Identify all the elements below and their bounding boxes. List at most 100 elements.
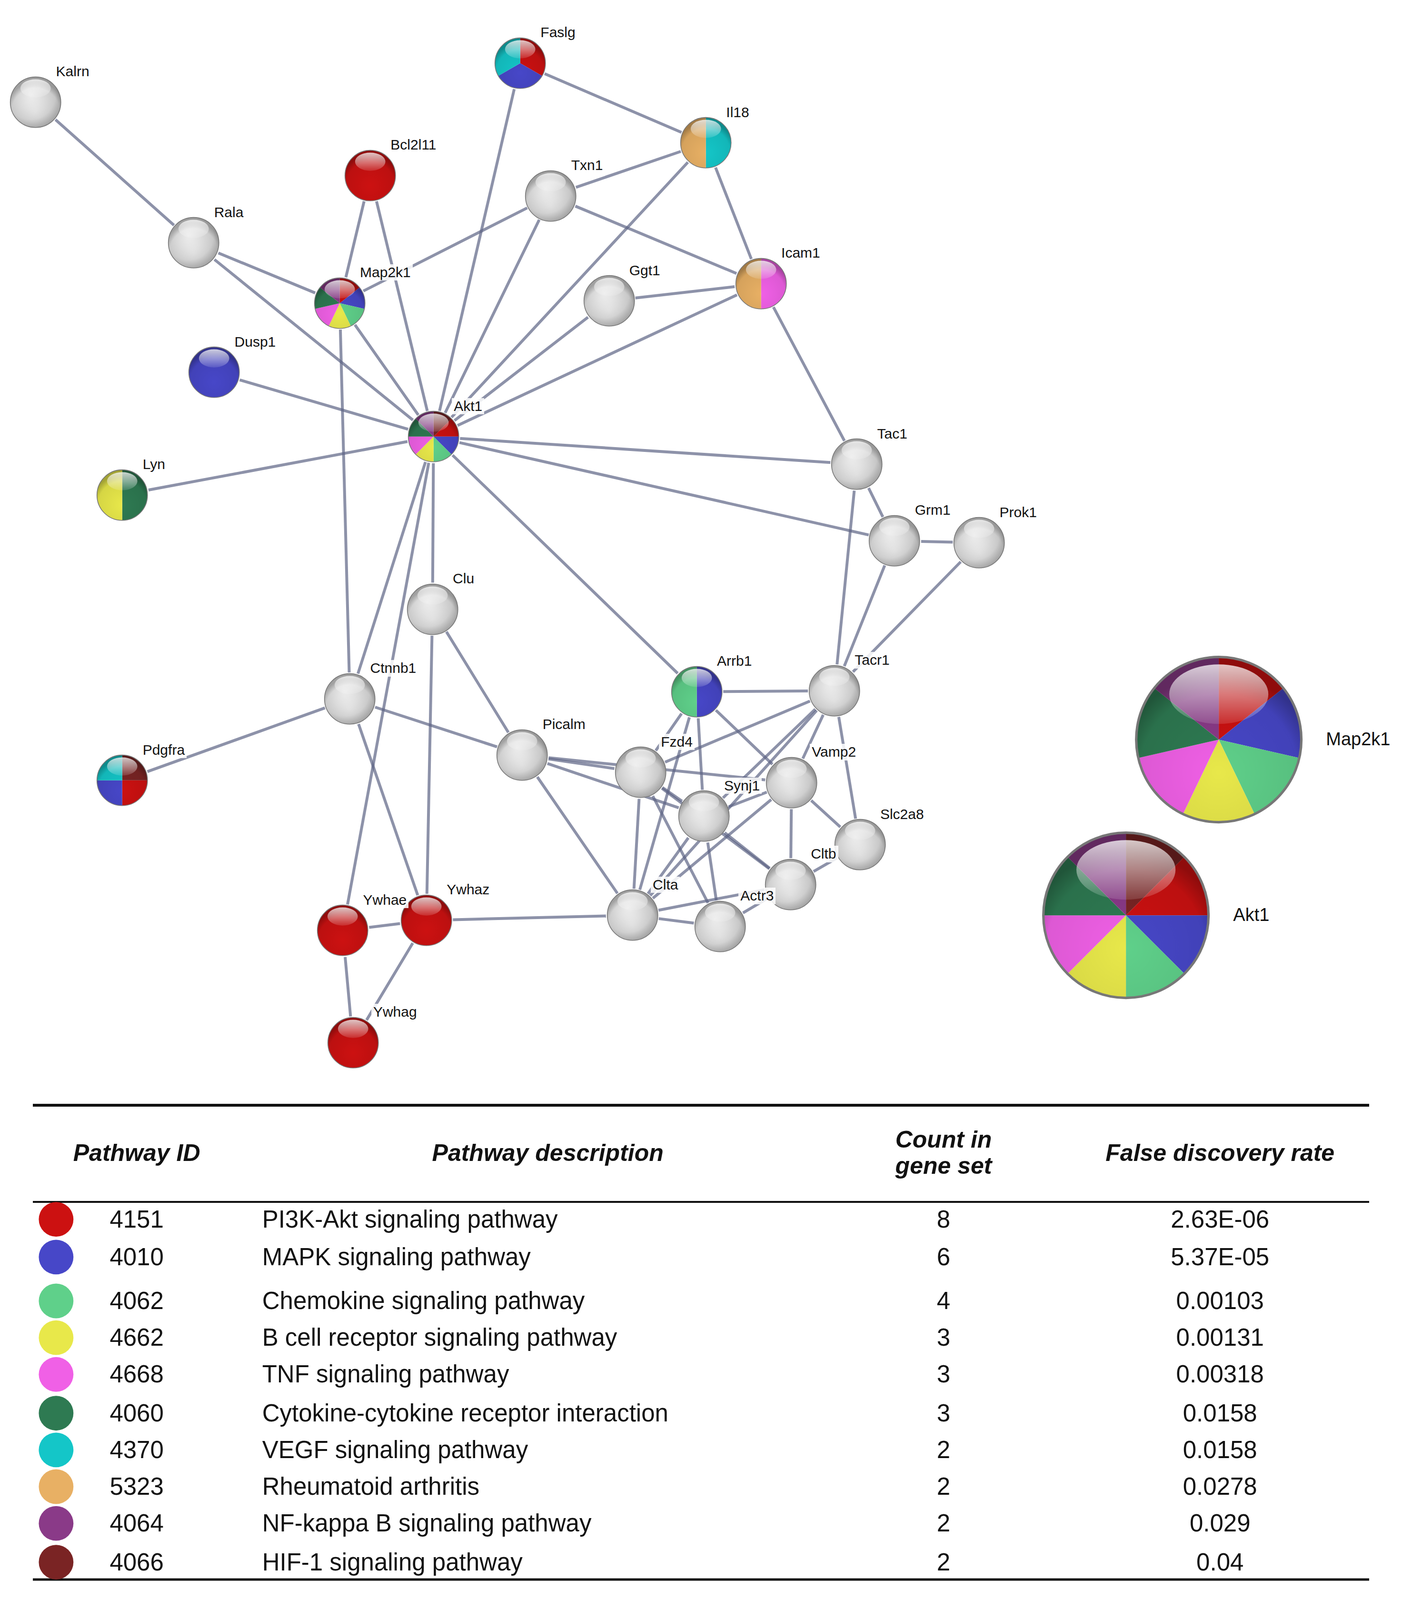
gene-label: Ywhae: [361, 891, 409, 909]
node-sphere: [167, 216, 220, 269]
interaction-edge: [445, 219, 540, 413]
gene-label: Lyn: [140, 456, 168, 473]
node-sphere: [765, 755, 818, 809]
fdr-value: 0.0278: [1183, 1472, 1258, 1500]
table-header: Pathway description: [432, 1139, 664, 1166]
node-sphere: [734, 257, 788, 310]
pathway-description: MAPK signaling pathway: [262, 1243, 531, 1271]
pathway-id: 4668: [109, 1360, 164, 1388]
node-sphere: [670, 665, 724, 718]
interaction-edge: [375, 706, 498, 747]
fdr-value: 0.00318: [1176, 1360, 1264, 1388]
gene-label: Ywhaz: [444, 881, 492, 898]
interaction-edge: [446, 631, 509, 733]
fdr-value: 2.63E-06: [1170, 1205, 1270, 1233]
interaction-edge: [647, 837, 689, 894]
interaction-edge: [790, 808, 792, 858]
legend-swatch: [38, 1505, 74, 1541]
interaction-edge: [537, 776, 618, 894]
table-header: Count in gene set: [881, 1126, 1006, 1179]
gene-label: Synj1: [722, 777, 762, 795]
pathway-description: B cell receptor signaling pathway: [262, 1323, 618, 1351]
gene-count: 3: [936, 1360, 951, 1388]
fdr-value: 0.00103: [1176, 1287, 1264, 1314]
table-rule: [32, 1200, 1370, 1203]
gene-count: 2: [936, 1436, 951, 1463]
gene-label: Pdgfra: [140, 741, 187, 759]
legend-swatch: [38, 1544, 74, 1580]
protein-node: Kalrn: [9, 75, 62, 129]
node-sphere: [677, 789, 731, 843]
interaction-edge: [544, 73, 682, 133]
gene-label: Clta: [650, 876, 680, 894]
gene-label: Il18: [724, 104, 751, 121]
protein-node: Prok1: [952, 516, 1006, 569]
interaction-edge: [148, 441, 408, 490]
legend-swatch: [38, 1431, 74, 1467]
interaction-edge: [427, 635, 433, 894]
node-sphere: [807, 664, 861, 717]
protein-node: Clu: [406, 582, 459, 636]
gene-label: Txn1: [569, 157, 606, 174]
gene-label: Vamp2: [809, 743, 858, 761]
gene-label: Fzd4: [658, 733, 695, 751]
node-sphere: [95, 753, 149, 807]
gene-label: Faslg: [538, 24, 577, 41]
fdr-value: 0.04: [1196, 1548, 1244, 1576]
interaction-edge: [836, 490, 855, 665]
gene-label: Akt1: [451, 397, 485, 415]
gene-count: 3: [936, 1399, 951, 1427]
protein-node: Akt1: [407, 409, 460, 463]
interaction-edge: [376, 201, 428, 411]
pathway-description: Cytokine-cytokine receptor interaction: [262, 1399, 669, 1427]
gene-count: 2: [936, 1548, 951, 1576]
protein-node: Ggt1: [582, 274, 636, 328]
gene-label: Grm1: [913, 501, 953, 519]
fdr-value: 0.0158: [1183, 1436, 1258, 1463]
protein-node: Lyn: [95, 468, 149, 522]
pathway-description: Chemokine signaling pathway: [262, 1287, 586, 1314]
legend-swatch: [38, 1320, 74, 1355]
pathway-description: TNF signaling pathway: [262, 1360, 510, 1388]
pathway-id: 4662: [109, 1323, 164, 1351]
protein-node: Tac1: [830, 437, 884, 491]
gene-label: Bcl2l11: [388, 136, 438, 154]
gene-label: Tac1: [875, 425, 909, 443]
interaction-edge: [368, 923, 400, 928]
fdr-value: 0.029: [1189, 1509, 1251, 1537]
gene-label: Map2k1: [1323, 729, 1393, 751]
node-sphere: [187, 345, 241, 399]
pathway-id: 4064: [109, 1509, 164, 1537]
protein-node: Rala: [167, 216, 220, 269]
legend-swatch: [38, 1283, 74, 1319]
interaction-edge: [728, 791, 767, 807]
gene-label: Clu: [450, 570, 477, 587]
interaction-edge: [214, 259, 413, 420]
node-sphere: [316, 903, 369, 957]
interaction-edge: [452, 915, 606, 920]
legend-swatch: [38, 1201, 74, 1237]
interaction-edge: [773, 307, 845, 441]
gene-label: Kalrn: [54, 63, 92, 80]
table-rule: [32, 1103, 1370, 1107]
interaction-edge: [838, 716, 856, 819]
interaction-edge: [844, 565, 886, 667]
table-rule: [32, 1578, 1370, 1581]
interaction-edge: [811, 800, 841, 827]
node-sphere: [313, 276, 367, 330]
node-sphere: [493, 36, 547, 90]
interaction-edge: [724, 832, 770, 869]
protein-node: Clta: [606, 888, 659, 942]
table-header: False discovery rate: [1105, 1139, 1335, 1166]
pathway-id: 4010: [109, 1243, 164, 1271]
node-sphere: [693, 899, 747, 953]
gene-label: Dusp1: [232, 333, 279, 351]
node-sphere: [1132, 652, 1306, 826]
node-sphere: [406, 582, 459, 636]
protein-node: Faslg: [493, 36, 547, 90]
protein-node: Synj1: [677, 789, 731, 843]
interaction-edge: [921, 541, 953, 543]
node-sphere: [833, 817, 887, 871]
pathway-description: VEGF signaling pathway: [262, 1436, 528, 1463]
protein-node: Tacr1: [807, 664, 861, 717]
